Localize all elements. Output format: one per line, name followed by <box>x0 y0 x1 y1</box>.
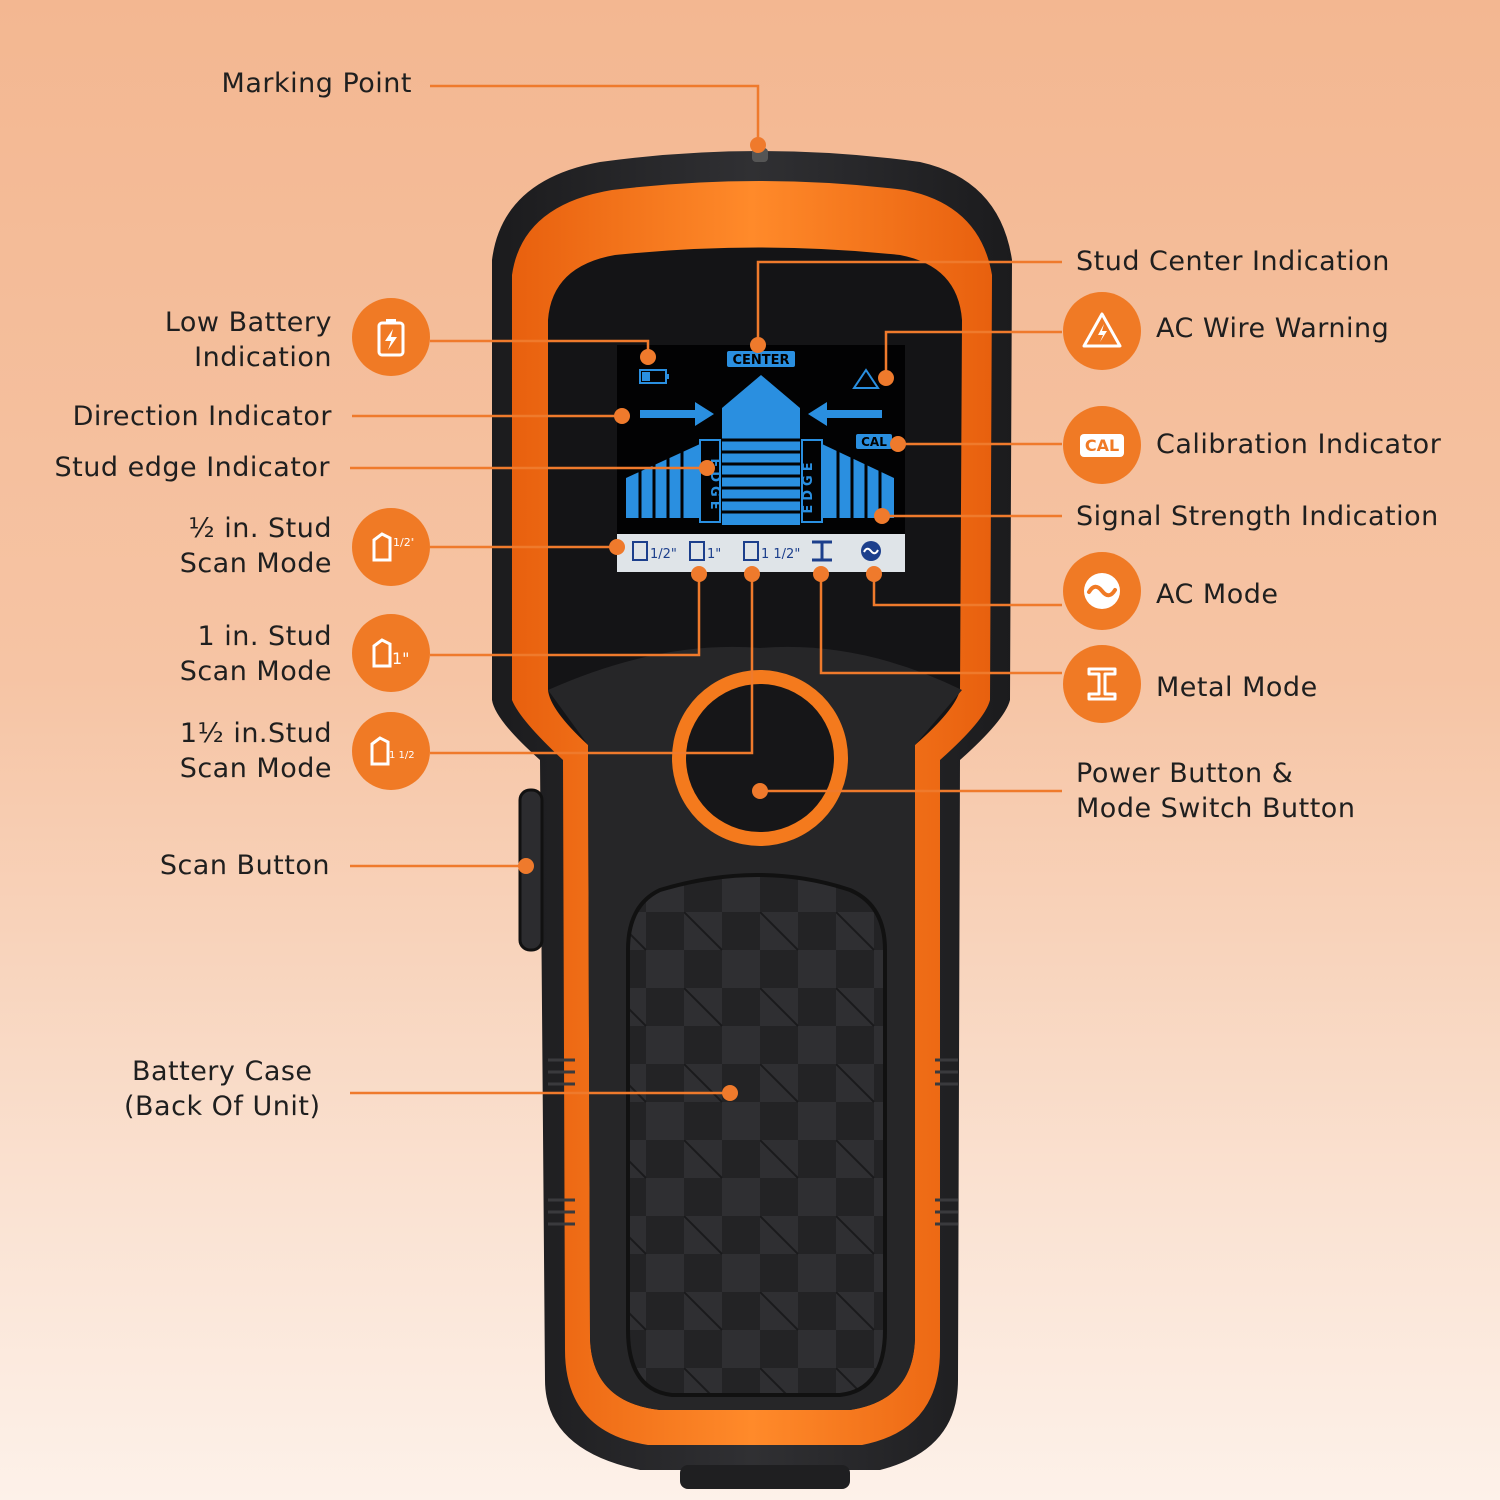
label-power-button-line2: Mode Switch Button <box>1076 793 1356 824</box>
stud-one-half-inch-icon: 1 1/2" <box>370 736 414 766</box>
badge-one-half-mode: 1 1/2" <box>352 712 430 790</box>
lcd-edge-right-box <box>801 439 823 523</box>
dot-direction <box>614 408 630 424</box>
lcd-ac-warning-icon <box>852 368 880 389</box>
dot-ac-mode <box>866 566 882 582</box>
dot-scan-button <box>518 858 534 874</box>
label-battery-case-line1: Battery Case <box>131 1056 313 1087</box>
leader-low-battery <box>430 339 650 357</box>
dot-low-battery <box>640 349 656 365</box>
badge-half-mode: 1/2" <box>352 508 430 586</box>
cal-icon: CAL <box>1079 433 1125 457</box>
lcd-metal-icon <box>812 540 832 562</box>
dot-battery-case <box>722 1085 738 1101</box>
dot-stud-edge <box>699 460 715 476</box>
label-stud-edge: Stud edge Indicator <box>54 452 330 483</box>
battery-case-panel <box>626 873 887 1397</box>
badge-low-battery <box>352 298 430 376</box>
lcd-mode-half: 1/2" <box>650 547 677 562</box>
badge-metal-mode <box>1063 645 1141 723</box>
label-power-button-line1: Power Button & <box>1076 758 1294 789</box>
label-ac-wire: AC Wire Warning <box>1156 313 1390 344</box>
label-metal-mode: Metal Mode <box>1156 672 1318 703</box>
label-half-mode-line2: Scan Mode <box>179 548 332 579</box>
leader-ac-mode <box>872 574 1062 607</box>
label-low-battery-line1: Low Battery <box>164 307 332 338</box>
leader-one-half-mode <box>430 574 754 755</box>
label-battery-case-line2: (Back Of Unit) <box>124 1091 321 1122</box>
badge-ac-wire <box>1063 292 1141 370</box>
dot-stud-center <box>750 337 766 353</box>
lcd-cal-badge <box>856 434 892 449</box>
lcd-signal-right <box>822 444 894 518</box>
lcd-battery-level <box>642 372 650 381</box>
lcd-edge-right-label: EDGE <box>801 458 816 513</box>
badge-ac-mode <box>1063 552 1141 630</box>
lcd-cal-label: CAL <box>861 435 887 449</box>
label-power-button: Power Button & Mode Switch Button <box>1076 756 1355 826</box>
label-one-mode-line1: 1 in. Stud <box>197 621 332 652</box>
dot-signal <box>874 508 890 524</box>
badge-calibration: CAL <box>1063 406 1141 484</box>
battery-charge-icon <box>377 319 405 357</box>
badge-one-mode: 1" <box>352 614 430 692</box>
stud-half-inch-icon: 1/2" <box>372 532 414 562</box>
leader-stud-center <box>756 260 1062 345</box>
bottom-slot <box>680 1465 850 1489</box>
dot-metal-mode <box>813 566 829 582</box>
label-battery-case: Battery Case (Back Of Unit) <box>124 1054 321 1124</box>
lcd-mode-strip <box>617 534 905 572</box>
center-badge <box>727 351 795 367</box>
label-signal-strength: Signal Strength Indication <box>1076 501 1439 532</box>
power-button[interactable] <box>686 684 834 832</box>
badge-one-text: 1" <box>392 649 410 668</box>
dot-one-half-mode <box>744 566 760 582</box>
label-direction: Direction Indicator <box>72 401 332 432</box>
center-label: CENTER <box>732 353 789 368</box>
dot-half-mode <box>609 539 625 555</box>
badge-one-half-text: 1 1/2" <box>389 750 414 761</box>
metal-beam-icon <box>1087 667 1117 701</box>
leader-metal-mode <box>819 574 1062 675</box>
label-one-half-mode: 1½ in.Stud Scan Mode <box>180 716 332 786</box>
label-one-half-mode-line1: 1½ in.Stud <box>179 718 332 749</box>
label-stud-center: Stud Center Indication <box>1076 246 1390 277</box>
dot-one-mode <box>691 566 707 582</box>
lcd-mode-one-half: 1 1/2" <box>761 547 800 562</box>
lcd-mode-icons: 1/2" 1" 1 1/2" <box>632 540 881 562</box>
label-scan-button: Scan Button <box>159 850 330 881</box>
leader-ac-wire <box>884 330 1062 378</box>
lcd-direction-arrows <box>640 402 882 426</box>
dot-calibration <box>890 436 906 452</box>
lcd-center-bars <box>722 438 800 514</box>
stud-one-inch-icon: 1" <box>372 638 410 668</box>
dot-power-button <box>752 783 768 799</box>
label-half-mode: ½ in. Stud Scan Mode <box>180 511 332 581</box>
leader-marking-point <box>430 84 760 145</box>
label-one-mode: 1 in. Stud Scan Mode <box>180 619 332 689</box>
left-grip-ridges <box>548 1058 575 1226</box>
right-grip-ridges <box>935 1058 958 1226</box>
ac-warning-icon <box>1082 312 1122 348</box>
lcd-mode-one: 1" <box>707 547 721 562</box>
leader-one-mode <box>430 574 701 657</box>
lcd-signal-dividers <box>638 440 882 520</box>
label-calibration: Calibration Indicator <box>1156 429 1442 460</box>
label-low-battery-line2: Indication <box>194 342 332 373</box>
label-half-mode-line1: ½ in. Stud <box>188 513 332 544</box>
badge-half-text: 1/2" <box>393 536 414 549</box>
label-one-mode-line2: Scan Mode <box>179 656 332 687</box>
label-marking-point: Marking Point <box>221 68 412 99</box>
label-low-battery: Low Battery Indication <box>165 305 332 375</box>
dot-marking-point <box>750 137 766 153</box>
lcd-battery-tip <box>666 374 669 379</box>
label-ac-mode: AC Mode <box>1156 579 1279 610</box>
ac-mode-icon <box>1084 573 1120 609</box>
dot-ac-wire <box>878 370 894 386</box>
label-one-half-mode-line2: Scan Mode <box>179 753 332 784</box>
